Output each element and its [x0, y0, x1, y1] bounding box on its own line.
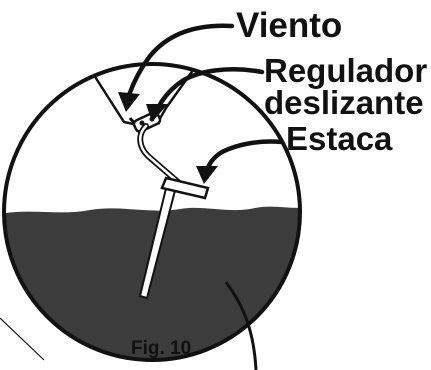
- regulator-label-line1: Regulador: [264, 52, 427, 89]
- regulator-label-line2: deslizante: [264, 84, 424, 121]
- magnifier-circle: [2, 62, 302, 362]
- callout-line: [0, 317, 45, 361]
- stake-arrow: [196, 139, 285, 184]
- stake: [138, 176, 210, 300]
- wind-label: Viento: [236, 6, 342, 45]
- cord-fill: [139, 124, 180, 184]
- regulator-arrow: [146, 67, 265, 122]
- wind-arrow: [118, 23, 235, 112]
- figure-caption: Fig. 10: [131, 338, 191, 359]
- leader-curve: [224, 281, 258, 370]
- ground-area: [4, 206, 300, 360]
- stake-label: Estaca: [286, 120, 393, 157]
